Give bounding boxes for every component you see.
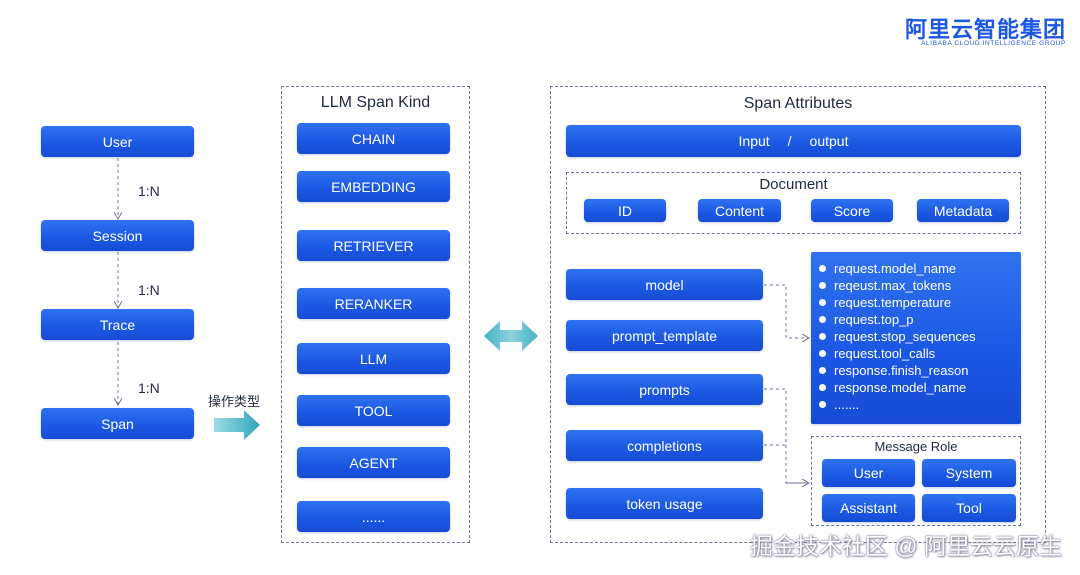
- doc-field-score: Score: [811, 199, 893, 222]
- kind-reranker: RERANKER: [297, 288, 450, 319]
- kind-tool: TOOL: [297, 395, 450, 426]
- field-prompt-template: prompt_template: [566, 320, 763, 351]
- kind-llm: LLM: [297, 343, 450, 374]
- message-role-box: [811, 436, 1021, 526]
- attr-item: request.tool_calls: [819, 345, 976, 362]
- io-separator: /: [787, 133, 792, 149]
- kind-chain: CHAIN: [297, 123, 450, 154]
- node-session: Session: [41, 220, 194, 251]
- document-title: Document: [759, 176, 828, 193]
- doc-field-content: Content: [698, 199, 781, 222]
- role-assistant: Assistant: [822, 494, 915, 522]
- field-prompts: prompts: [566, 374, 763, 405]
- field-model: model: [566, 269, 763, 300]
- doc-field-metadata: Metadata: [917, 199, 1009, 222]
- message-role-title: Message Role: [874, 439, 958, 454]
- node-user: User: [41, 126, 194, 157]
- kind-more: ......: [297, 501, 450, 532]
- logo-cn: 阿里云智能集团: [904, 17, 1066, 42]
- attr-item: request.model_name: [819, 260, 976, 277]
- field-completions: completions: [566, 430, 763, 461]
- attr-item: .......: [819, 396, 976, 413]
- span-kind-panel: [281, 86, 470, 543]
- node-trace: Trace: [41, 309, 194, 340]
- watermark: 掘金技术社区 @ 阿里云云原生: [749, 533, 1062, 559]
- relation-session-trace: 1:N: [138, 282, 160, 298]
- link-model-attrs: [764, 284, 808, 338]
- role-user: User: [822, 459, 915, 487]
- io-output: output: [809, 133, 849, 149]
- attr-item: request.temperature: [819, 294, 976, 311]
- role-system: System: [922, 459, 1016, 487]
- kind-arrow-label: 操作类型: [208, 394, 261, 409]
- attr-item: response.model_name: [819, 379, 976, 396]
- kind-retriever: RETRIEVER: [297, 230, 450, 261]
- doc-field-id: ID: [584, 199, 666, 222]
- document-box: [566, 172, 1021, 234]
- logo-en: ALIBABA CLOUD INTELLIGENCE GROUP: [921, 40, 1066, 47]
- model-attributes-list: request.model_name reqeust.max_tokens re…: [819, 260, 976, 413]
- kind-arrow: [214, 410, 260, 440]
- field-token-usage: token usage: [566, 488, 763, 519]
- io-bar: Input / output: [566, 125, 1021, 157]
- attr-item: response.finish_reason: [819, 362, 976, 379]
- role-tool: Tool: [922, 494, 1016, 522]
- kind-embedding: EMBEDDING: [297, 171, 450, 202]
- relation-user-session: 1:N: [138, 183, 160, 199]
- span-kind-title: LLM Span Kind: [320, 94, 431, 111]
- model-attributes-box: request.model_name reqeust.max_tokens re…: [811, 252, 1021, 424]
- attr-item: request.stop_sequences: [819, 328, 976, 345]
- relation-trace-span: 1:N: [138, 380, 160, 396]
- span-attributes-panel: [550, 86, 1046, 543]
- double-arrow: [484, 321, 538, 351]
- attr-item: request.top_p: [819, 311, 976, 328]
- io-input: Input: [738, 133, 770, 149]
- span-attributes-title: Span Attributes: [743, 95, 853, 112]
- node-span: Span: [41, 408, 194, 439]
- kind-agent: AGENT: [297, 447, 450, 478]
- attr-item: reqeust.max_tokens: [819, 277, 976, 294]
